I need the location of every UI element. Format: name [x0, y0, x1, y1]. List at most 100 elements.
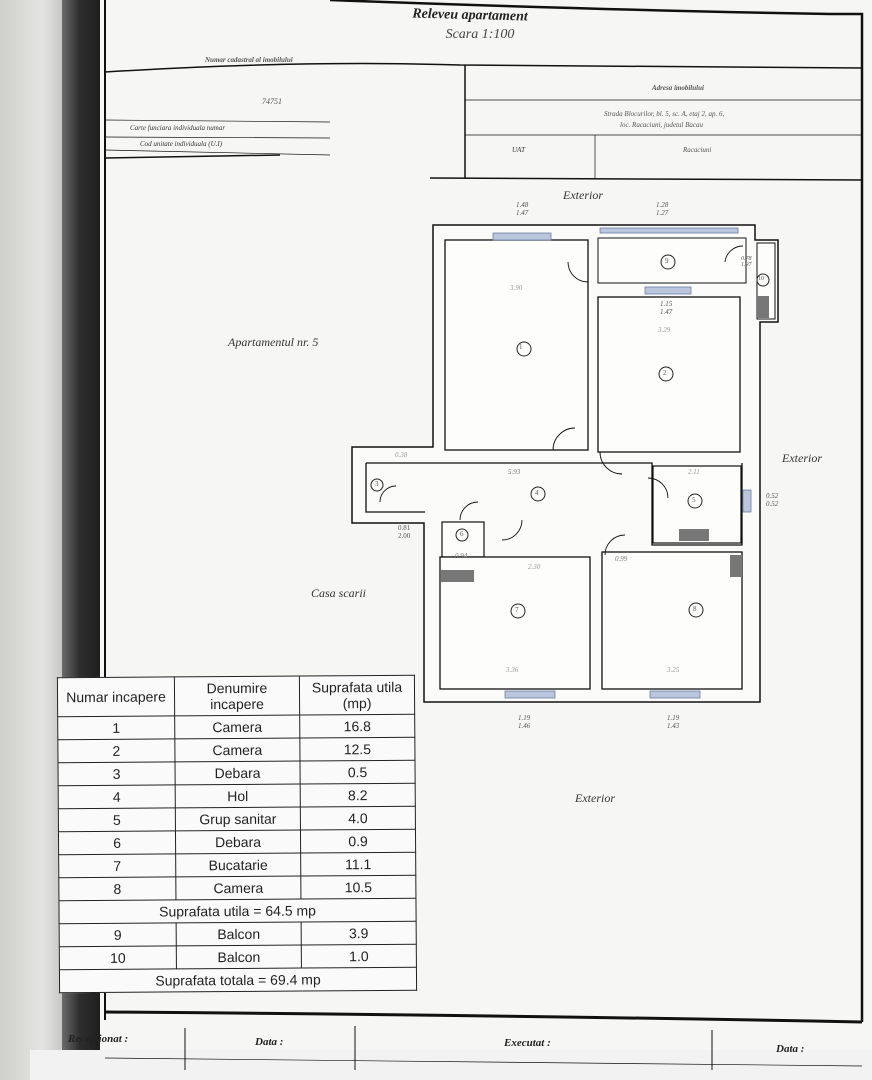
- room-number: 10: [59, 945, 177, 970]
- address-line1: Strada Blocurilor, bl. 5, sc. A, etaj 2,…: [604, 110, 725, 118]
- door-width: 0.81: [398, 524, 411, 532]
- dim-kitchen-width: 2.30: [528, 563, 541, 571]
- room-area: 11.1: [300, 852, 416, 877]
- dim-room2-width: 3.29: [658, 326, 671, 334]
- room-area: 1.0: [301, 944, 417, 969]
- room-name: Debara: [175, 830, 301, 854]
- window-width: 0.52: [766, 492, 779, 500]
- room-name: Camera: [174, 715, 300, 739]
- executat-label: Executat :: [504, 1037, 551, 1049]
- room-areas-table: Numar incapere Denumire incapere Suprafa…: [56, 674, 418, 994]
- window-height: 1.27: [656, 209, 669, 217]
- table-header-row: Numar incapere Denumire incapere Suprafa…: [57, 675, 415, 717]
- room-number-9: 9: [665, 257, 669, 265]
- room-name: Balcon: [176, 922, 302, 946]
- room-number-4: 4: [535, 489, 539, 497]
- room-area: 12.5: [299, 737, 415, 762]
- room-number-8: 8: [693, 605, 697, 613]
- total-text: Suprafata totala = 69.4 mp: [59, 967, 417, 993]
- subtotal-text: Suprafata utila = 64.5 mp: [58, 898, 417, 924]
- dim-closet-width: 0.94: [455, 552, 468, 560]
- room-area: 10.5: [300, 875, 416, 900]
- data-label-1: Data :: [255, 1036, 284, 1048]
- header-room-number: Numar incapere: [57, 676, 175, 717]
- cadastral-label: Numar cadastral al imobilului: [205, 56, 293, 64]
- window-height: 1.46: [518, 722, 531, 730]
- total-row: Suprafata totala = 69.4 mp: [59, 967, 417, 993]
- room-name: Camera: [175, 876, 301, 900]
- cod-unitate-label: Cod unitate individuala (U.I): [140, 140, 223, 148]
- apartment-label: Apartamentul nr. 5: [228, 335, 319, 349]
- window-width: 1.48: [516, 201, 529, 209]
- uat-label: UAT: [512, 146, 525, 154]
- door-height: 2.00: [398, 532, 411, 540]
- room-name: Balcon: [176, 945, 302, 969]
- room-number-10: 10: [758, 276, 764, 282]
- room-number: 9: [59, 922, 177, 947]
- window-width: 0.78: [741, 256, 752, 262]
- dim-entry-offset: 0.38: [395, 451, 408, 459]
- room-number: 7: [58, 853, 176, 878]
- room-number: 5: [58, 807, 176, 832]
- window-width: 1.19: [518, 714, 531, 722]
- room-name: Debara: [174, 761, 301, 785]
- room-number: 2: [57, 738, 175, 763]
- window-width: 1.15: [660, 300, 673, 308]
- address-line2: loc. Racaciuni, judetul Bacau: [620, 121, 704, 129]
- room-name: Hol: [175, 784, 301, 808]
- dim-room1-width: 3.90: [510, 284, 523, 292]
- room-area: 4.0: [300, 806, 416, 831]
- room-number: 6: [58, 830, 176, 855]
- header-room-name: Denumire incapere: [174, 676, 300, 716]
- room-number-7: 7: [515, 606, 519, 614]
- room-area: 3.9: [301, 921, 417, 946]
- dim-door-offset: 0.99: [615, 555, 628, 563]
- exterior-bottom-label: Exterior: [575, 791, 615, 805]
- window-width: 1.28: [656, 201, 669, 209]
- window-width: 1.19: [667, 714, 680, 722]
- header-room-area: Suprafata utila (mp): [299, 675, 415, 716]
- scale-label: Scara 1:100: [445, 27, 515, 42]
- dim-kitchen-bottom: 3.36: [506, 666, 519, 674]
- exterior-top-label: Exterior: [563, 188, 603, 202]
- room-name: Bucatarie: [175, 853, 301, 877]
- room-number-1: 1: [519, 343, 523, 351]
- room-number-3: 3: [375, 480, 379, 488]
- window-height: 1.47: [660, 308, 673, 316]
- receptionat-label: Receptionat :: [68, 1033, 129, 1045]
- exterior-right-label: Exterior: [782, 451, 822, 465]
- room-number-6: 6: [460, 530, 464, 538]
- address-label: Adresa imobilului: [652, 84, 704, 92]
- dim-hall-length: 5.93: [508, 468, 521, 476]
- uat-value: Racaciuni: [683, 146, 712, 154]
- cadastral-number: 74751: [262, 97, 282, 106]
- room-number: 1: [57, 715, 175, 740]
- room-name: Camera: [174, 738, 300, 762]
- room-number: 3: [57, 761, 176, 786]
- room-number-2: 2: [663, 369, 667, 377]
- room-name: Grup sanitar: [175, 807, 301, 831]
- window-height: 1.43: [667, 722, 680, 730]
- dim-bath-width: 2.11: [688, 468, 700, 476]
- room-area: 0.5: [299, 760, 416, 785]
- bottom-strip: [30, 1050, 872, 1080]
